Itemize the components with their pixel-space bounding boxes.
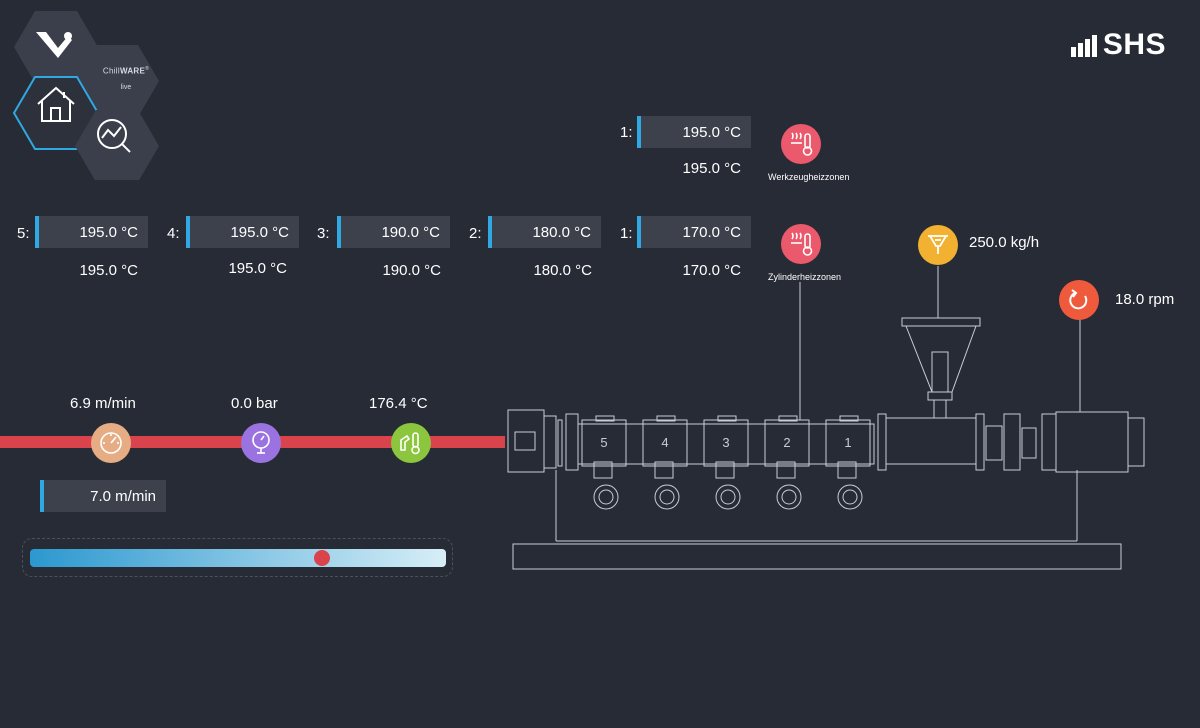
heater-zone-2 xyxy=(764,415,810,510)
melt-temperature-button[interactable] xyxy=(391,423,431,463)
app-name-hex xyxy=(75,45,159,117)
heat-thermometer-icon xyxy=(791,232,813,256)
pressure-button[interactable] xyxy=(241,423,281,463)
analytics-nav-button[interactable] xyxy=(75,110,159,180)
cyl-zone-2-actual: 180.0 °C xyxy=(533,262,592,279)
rotation-icon xyxy=(1069,289,1088,310)
heater-zone-5 xyxy=(581,415,627,510)
feed-section xyxy=(885,417,977,465)
hopper-icon xyxy=(928,235,948,254)
heater-zone-1 xyxy=(825,415,871,510)
cyl-zone-4-actual: 195.0 °C xyxy=(228,260,287,277)
cyl-zone-5-setpoint[interactable]: 195.0 °C xyxy=(35,216,148,248)
heater-zone-number: 5 xyxy=(600,435,607,450)
tool-zone-1-setpoint[interactable]: 195.0 °C xyxy=(637,116,751,148)
cyl-zone-3-label: 3: xyxy=(317,225,330,242)
cyl-zone-4-label: 4: xyxy=(167,225,180,242)
cyl-zone-2-label: 2: xyxy=(469,225,482,242)
magnifier-chart-icon xyxy=(97,119,131,153)
heater-zone-number: 4 xyxy=(661,435,668,450)
app-sub: live xyxy=(120,84,132,91)
speed-slider-thumb[interactable] xyxy=(314,550,331,566)
hopper xyxy=(901,317,981,419)
tool-zones-caption: Werkzeugheizzonen xyxy=(768,172,850,182)
cyl-zone-1-setpoint[interactable]: 170.0 °C xyxy=(637,216,751,248)
feeder-button[interactable] xyxy=(918,225,958,265)
speedometer-icon xyxy=(100,432,122,454)
tool-heater-button[interactable] xyxy=(781,124,821,164)
home-icon xyxy=(37,86,75,122)
speed-slider-track[interactable] xyxy=(30,549,446,567)
tool-zone-1-actual: 195.0 °C xyxy=(682,160,741,177)
speed-slider-frame xyxy=(22,538,453,577)
heater-zone-number: 1 xyxy=(844,435,851,450)
cyl-zone-3-setpoint[interactable]: 190.0 °C xyxy=(337,216,450,248)
tool-zone-1-label: 1: xyxy=(620,124,633,141)
screw-speed-value: 18.0 rpm xyxy=(1115,291,1175,308)
cylinder-heater-button[interactable] xyxy=(781,224,821,264)
melt-thermometer-icon xyxy=(400,432,420,455)
heat-thermometer-icon xyxy=(791,132,813,156)
app-logo xyxy=(14,11,98,83)
speed-setpoint-input[interactable]: 7.0 m/min xyxy=(40,480,166,512)
cyl-zone-1-label: 1: xyxy=(620,225,633,242)
brand-name: SHS xyxy=(1102,28,1166,61)
melt-temperature-value: 176.4 °C xyxy=(369,395,428,412)
nav-hex-cluster xyxy=(12,11,159,180)
heater-zone-4 xyxy=(642,415,688,510)
heater-zone-number: 3 xyxy=(722,435,729,450)
cyl-zone-4-setpoint[interactable]: 195.0 °C xyxy=(186,216,299,248)
haul-off-speed-button[interactable] xyxy=(91,423,131,463)
bars-icon xyxy=(1070,35,1097,57)
app-name: ChillWARE® xyxy=(96,66,156,76)
cylinder-zones-caption: Zylinderheizzonen xyxy=(768,272,842,282)
app-name-mark: ® xyxy=(145,66,150,72)
brand-logo: SHS xyxy=(1070,28,1166,62)
heater-zone-number: 2 xyxy=(783,435,790,450)
haul-off-speed-value: 6.9 m/min xyxy=(70,395,136,412)
cyl-zone-3-actual: 190.0 °C xyxy=(382,262,441,279)
pressure-gauge-icon xyxy=(252,431,270,454)
cyl-zone-2-setpoint[interactable]: 180.0 °C xyxy=(488,216,601,248)
cyl-zone-1-actual: 170.0 °C xyxy=(682,262,741,279)
app-name-suffix: WARE xyxy=(119,66,146,76)
die-head xyxy=(507,409,545,473)
motor-button[interactable] xyxy=(1059,280,1099,320)
throughput-value: 250.0 kg/h xyxy=(969,234,1040,251)
home-nav-button[interactable] xyxy=(12,76,100,150)
machine-base xyxy=(512,543,1122,570)
barrel xyxy=(577,423,875,465)
heater-zone-3 xyxy=(703,415,749,510)
pressure-value: 0.0 bar xyxy=(231,395,278,412)
app-name-prefix: Chill xyxy=(102,66,120,76)
cyl-zone-5-actual: 195.0 °C xyxy=(79,262,138,279)
drive-motor xyxy=(1041,411,1145,473)
cyl-zone-5-label: 5: xyxy=(17,225,30,242)
